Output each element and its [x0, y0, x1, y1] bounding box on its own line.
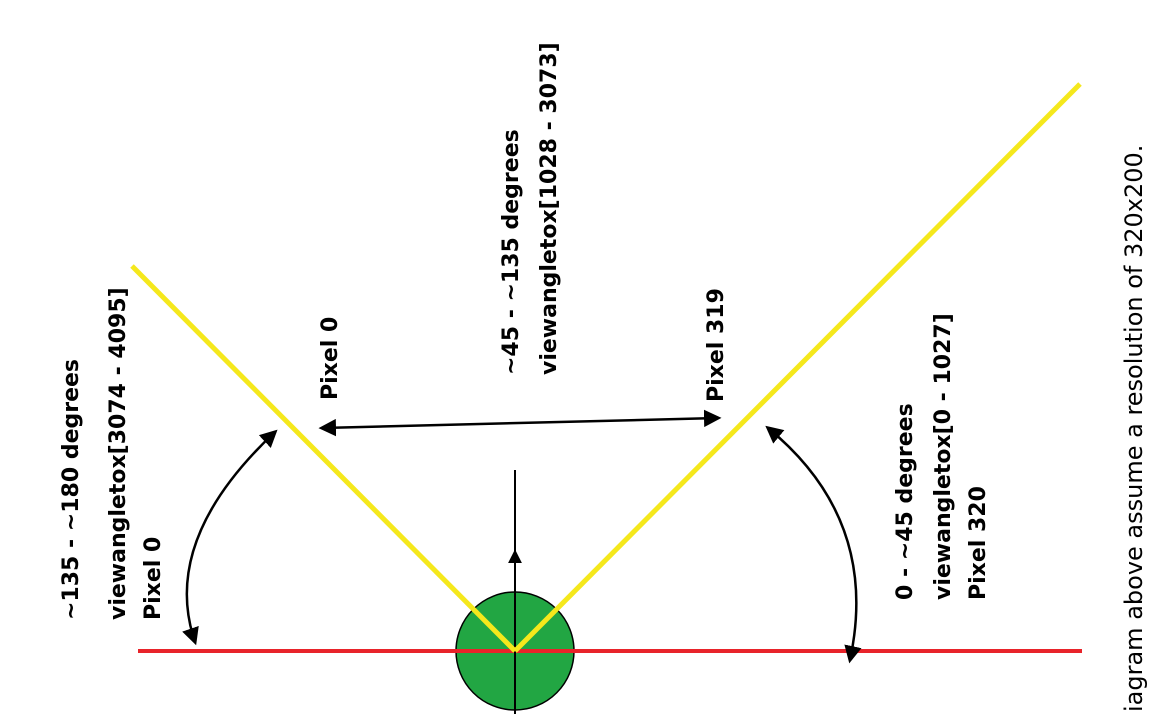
- right-viewangle-label: viewangletox[0 - 1027]: [931, 313, 956, 600]
- right-angle-arc: [765, 425, 862, 664]
- fov-right-boundary: [513, 82, 1082, 653]
- resolution-caption: iagram above assume a resolution of 320x…: [1120, 145, 1148, 712]
- left-pixel-label: Pixel 0: [141, 537, 166, 620]
- screen-span-arrow: [318, 409, 722, 437]
- left-angle-arc: [182, 429, 278, 646]
- middle-viewangle-label: viewangletox[1028 - 3073]: [537, 42, 562, 375]
- middle-angle-label: ~45 - ~135 degrees: [499, 129, 524, 375]
- pixel-0-label: Pixel 0: [318, 317, 343, 400]
- left-angle-label: ~135 - ~180 degrees: [59, 359, 84, 620]
- fov-left-boundary: [130, 264, 517, 653]
- pixel-319-label: Pixel 319: [704, 288, 729, 402]
- left-viewangle-label: viewangletox[3074 - 4095]: [106, 287, 131, 620]
- right-angle-label: 0 - ~45 degrees: [893, 403, 918, 600]
- right-pixel-label: Pixel 320: [966, 486, 991, 600]
